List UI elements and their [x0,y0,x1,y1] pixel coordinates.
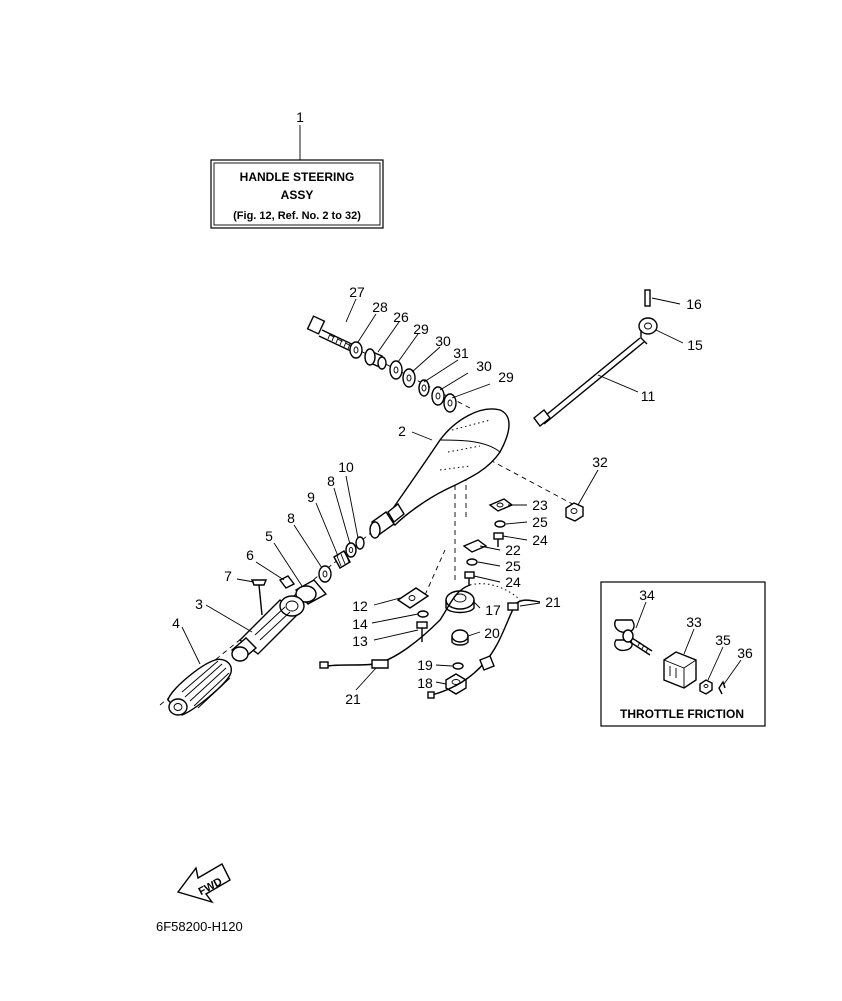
wire-harness-21 [319,583,541,699]
callout-27: 27 [349,284,365,300]
callout-25-lower: 25 [505,558,521,574]
washer-29-bottom [443,393,457,413]
callout-5: 5 [265,528,273,544]
callout-23: 23 [532,497,548,513]
callout-35: 35 [715,632,731,648]
callout-24-lower: 24 [505,574,521,590]
parts-drawing: 27 28 26 29 30 31 30 29 2 10 8 9 8 5 6 7… [159,284,703,716]
washer-25-lower [466,558,478,566]
washer-8-lower [318,565,332,583]
pin-36 [718,680,726,695]
steering-handle-2 [369,408,510,539]
washer-19 [452,662,464,670]
assembly-ref-number: 1 [296,109,304,125]
joint-15 [638,317,658,345]
washer-8-upper [345,542,357,558]
callout-20: 20 [484,625,500,641]
callout-4: 4 [172,615,180,631]
washer-30-top [402,368,416,388]
washer-29-top [389,360,403,380]
nut-10 [355,536,365,550]
assembly-reference-box: 1 HANDLE STEERING ASSY (Fig. 12, Ref. No… [210,109,384,229]
callout-21-right: 21 [545,594,561,610]
callout-21-left: 21 [345,691,361,707]
callout-22: 22 [505,542,521,558]
callout-8-upper: 8 [327,473,335,489]
friction-knob-34 [614,619,653,656]
callout-14: 14 [352,616,368,632]
throttle-grip-4 [167,658,232,716]
callout-17: 17 [485,602,501,618]
callout-30-bottom: 30 [476,358,492,374]
callout-26: 26 [393,309,409,325]
bolt-27 [306,315,359,354]
callout-33: 33 [686,614,702,630]
callout-32: 32 [592,454,608,470]
callout-11: 11 [641,388,656,404]
callout-3: 3 [195,596,203,612]
callout-10: 10 [338,459,354,475]
wave-washer-31 [418,379,430,397]
nut-18 [445,673,467,695]
pin-16 [644,289,651,307]
callout-34: 34 [639,587,655,603]
callout-31: 31 [453,345,469,361]
callout-9: 9 [307,489,315,505]
assembly-title-line1: HANDLE STEERING [240,170,355,184]
screw-6 [278,575,296,589]
part-20 [451,629,469,646]
throttle-friction-title: THROTTLE FRICTION [620,707,744,721]
switch-17 [445,590,475,614]
washer-25-upper [494,520,506,528]
washer-14 [417,610,429,618]
screw-24-lower [464,571,475,586]
friction-block-33 [663,651,697,689]
throttle-shaft-3 [230,595,305,662]
callout-12: 12 [352,598,368,614]
assembly-ref-note: (Fig. 12, Ref. No. 2 to 32) [233,210,361,222]
diagram-code: 6F58200-H120 [156,919,243,934]
callout-6: 6 [246,547,254,563]
fwd-arrow: FWD [176,863,231,904]
bracket-12 [396,587,430,609]
callout-19: 19 [417,657,433,673]
throttle-rod-11 [533,337,645,427]
screw-24-upper [493,532,504,547]
friction-piece-5 [294,579,328,605]
callout-24-upper: 24 [532,532,548,548]
callout-13: 13 [352,633,368,649]
bolt-13 [416,621,428,642]
plate-22 [462,539,488,553]
callout-30-top: 30 [435,333,451,349]
callout-29-top: 29 [413,321,429,337]
collar-26 [364,348,387,370]
washer-30-bottom [431,386,445,406]
callout-2: 2 [398,423,406,439]
callout-25-upper: 25 [532,514,548,530]
callout-8-lower: 8 [287,510,295,526]
washer-28 [349,341,363,359]
callout-36: 36 [737,645,753,661]
callout-28: 28 [372,299,388,315]
assembly-title-line2: ASSY [281,188,314,202]
nut-35 [699,679,713,695]
callout-29-bottom: 29 [498,369,514,385]
callout-15: 15 [687,337,703,353]
callout-7: 7 [224,568,232,584]
nut-32 [565,502,584,522]
screw-7 [250,579,268,616]
callout-16: 16 [686,296,702,312]
leader-lines [181,297,684,691]
throttle-friction-inset: 34 33 35 36 THROTTLE FRICTION [600,581,766,727]
callout-18: 18 [417,675,433,691]
